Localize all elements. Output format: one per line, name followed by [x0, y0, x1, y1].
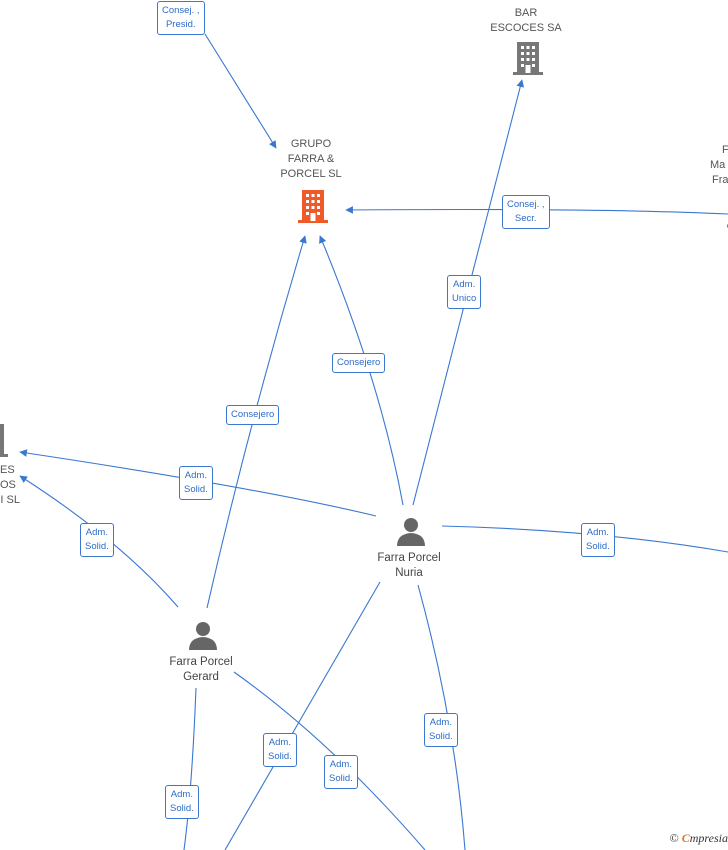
edge-label-line: Solid.	[170, 803, 194, 814]
node-right-company[interactable]: F Ma Fra	[708, 143, 728, 188]
node-farra-porcel-gerard[interactable]: Farra Porcel Gerard	[151, 655, 251, 685]
node-label-line: Fra	[712, 174, 728, 186]
edge-label-line: Solid.	[329, 773, 353, 784]
edge-label-consejero-gerard[interactable]: Consejero	[226, 405, 280, 425]
edge-label-line: Adm.	[329, 759, 352, 770]
edge-label-line: Secr.	[514, 213, 537, 224]
node-farra-porcel-nuria[interactable]: Farra Porcel Nuria	[359, 551, 459, 581]
node-label-line: F	[722, 144, 728, 156]
edge-label-adm-solid-nuria-right[interactable]: Adm. Solid.	[581, 523, 615, 557]
edge-adm-solid-gerard-down	[183, 687, 197, 850]
empresia-watermark: © Cmpresia	[670, 831, 728, 846]
edge-consej-presid	[204, 33, 277, 149]
brand-name: mpresia	[689, 831, 728, 845]
edge-label-line: Solid.	[429, 731, 453, 742]
node-label-line: Nuria	[395, 567, 423, 579]
edge-label-line: Adm.	[170, 789, 193, 800]
edge-label-consej-presid[interactable]: Consej. , Presid.	[157, 1, 205, 35]
edge-consej-secr	[345, 206, 728, 215]
edge-adm-solid-gerard-downright	[233, 671, 426, 850]
edge-label-adm-unico[interactable]: Adm. Unico	[447, 275, 482, 309]
edge-label-adm-solid-gerard-left[interactable]: Adm. Solid.	[80, 523, 114, 557]
edge-label-consejero-nuria[interactable]: Consejero	[332, 353, 386, 373]
edge-label-line: Adm.	[429, 717, 452, 728]
edge-label-line: Unico	[452, 293, 477, 304]
copyright-symbol: ©	[669, 831, 679, 845]
building-icon	[0, 424, 8, 457]
person-icon	[397, 518, 425, 546]
node-label-line: OS	[0, 479, 16, 491]
edge-label-line: Adm.	[184, 470, 207, 481]
edge-label-line: Adm.	[453, 279, 476, 290]
edge-label-line: Adm.	[586, 527, 609, 538]
node-label-line: Gerard	[183, 671, 219, 683]
edge-label-line: Solid.	[184, 484, 208, 495]
edge-label-adm-solid-gerard-down[interactable]: Adm. Solid.	[165, 785, 199, 819]
node-label-line: ES	[0, 464, 15, 476]
edge-adm-solid-nuria-left	[19, 449, 377, 517]
person-icon	[189, 622, 217, 650]
edge-label-line: Adm.	[268, 737, 291, 748]
edge-label-line: Solid.	[586, 541, 610, 552]
edge-label-adm-solid-nuria-left[interactable]: Adm. Solid.	[179, 466, 213, 500]
edge-label-adm-solid-nuria-downleft[interactable]: Adm. Solid.	[263, 733, 297, 767]
edge-label-line: Solid.	[85, 541, 109, 552]
edge-label-consej-secr[interactable]: Consej. , Secr.	[502, 195, 550, 229]
edge-label-line: Solid.	[268, 751, 292, 762]
edge-label-line: Adm.	[85, 527, 108, 538]
edge-consejero-nuria	[319, 235, 404, 506]
node-left-company[interactable]: ES OS I SL	[0, 463, 24, 508]
brand-initial: C	[681, 831, 690, 845]
edge-adm-unico	[412, 79, 525, 506]
building-icon	[298, 190, 328, 223]
edge-adm-solid-nuria-downleft	[224, 581, 381, 850]
edge-label-line: Presid.	[165, 19, 196, 30]
node-label-line: PORCEL SL	[280, 168, 342, 180]
edge-label-line: Consej. ,	[507, 199, 545, 210]
node-label-line: BAR	[514, 7, 538, 19]
edge-label-line: Consej. ,	[162, 5, 200, 16]
edge-label-line: Consejero	[231, 409, 275, 420]
node-bar-escoces[interactable]: BAR ESCOCES SA	[476, 6, 576, 36]
node-label-line: Farra Porcel	[169, 656, 233, 668]
node-label-line: FARRA &	[287, 153, 335, 165]
node-label-line: Farra Porcel	[377, 552, 441, 564]
edge-label-line: Consejero	[337, 357, 381, 368]
node-label-line: I SL	[0, 494, 20, 506]
node-label-line: ESCOCES SA	[490, 22, 562, 34]
node-label-line: GRUPO	[290, 138, 332, 150]
node-grupo-farra-porcel[interactable]: GRUPO FARRA & PORCEL SL	[266, 137, 356, 182]
node-label-line: Ma	[710, 159, 726, 171]
building-icon	[513, 42, 543, 75]
edge-label-adm-solid-nuria-down[interactable]: Adm. Solid.	[424, 713, 458, 747]
edge-label-adm-solid-gerard-downright[interactable]: Adm. Solid.	[324, 755, 358, 789]
